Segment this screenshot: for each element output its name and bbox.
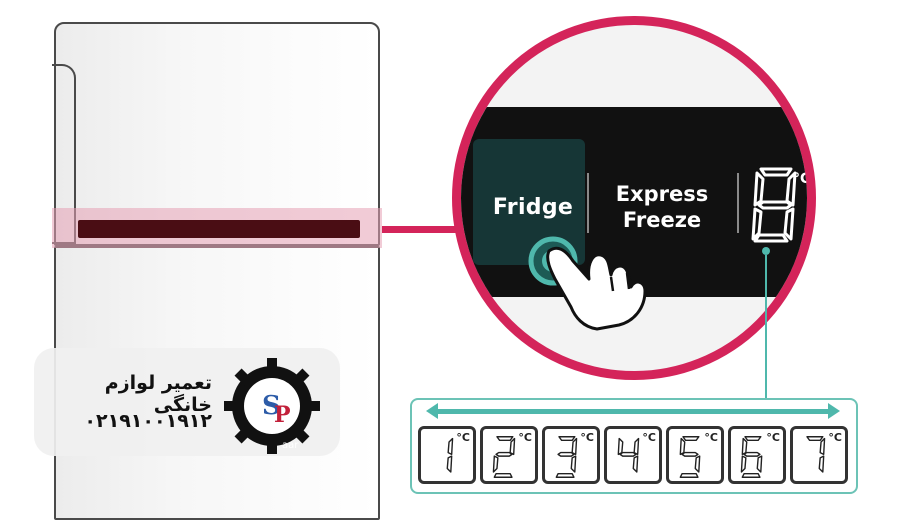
- digit-7-glyph: [806, 436, 826, 473]
- digit-2-glyph: [492, 436, 516, 478]
- svg-text:S: S: [262, 391, 281, 421]
- range-arrow: [432, 409, 832, 414]
- temperature-digits: 1°C2°C3°C4°C5°C6°C7°C: [418, 426, 852, 486]
- temperature-unit: °C: [704, 431, 718, 444]
- arrow-left-icon: [426, 403, 438, 419]
- temperature-unit: °C: [518, 431, 532, 444]
- control-panel-strip: [78, 220, 360, 238]
- hand-pointer-icon: [528, 236, 647, 331]
- svg-text:P: P: [274, 402, 291, 428]
- panel-divider: [737, 173, 739, 233]
- digit-4-glyph: [617, 437, 640, 473]
- indicator-line: [765, 255, 767, 399]
- temperature-option-7: 7°C: [790, 426, 848, 484]
- temperature-option-1: 1°C: [418, 426, 476, 484]
- gear-logo-icon: S P aar: [224, 358, 320, 454]
- display-digit-8: [751, 167, 797, 243]
- temperature-option-2: 2°C: [480, 426, 538, 484]
- illustration: Fridge Express Freeze °C: [34, 16, 858, 520]
- express-freeze-label[interactable]: Express Freeze: [615, 182, 709, 232]
- temperature-option-5: 5°C: [666, 426, 724, 484]
- panel-divider: [587, 173, 589, 233]
- svg-text:aar: aar: [282, 440, 299, 451]
- digit-5-glyph: [679, 436, 701, 478]
- display-unit: °C: [793, 171, 811, 187]
- temperature-unit: °C: [580, 431, 594, 444]
- temperature-option-6: 6°C: [728, 426, 786, 484]
- temperature-unit: °C: [456, 431, 470, 444]
- zoom-connector: [382, 226, 492, 233]
- watermark-phone: ۰۲۱۹۱۰۰۱۹۱۲: [84, 410, 212, 432]
- temperature-option-4: 4°C: [604, 426, 662, 484]
- digit-1-glyph: [446, 437, 454, 473]
- digit-6-glyph: [740, 436, 763, 478]
- indicator-dot: [762, 247, 770, 255]
- watermark-title: تعمیر لوازم خانگی: [104, 372, 212, 416]
- digit-3-glyph: [555, 436, 578, 478]
- zoom-circle: Fridge Express Freeze °C: [452, 16, 816, 380]
- fridge-button-label: Fridge: [492, 195, 574, 220]
- arrow-right-icon: [828, 403, 840, 419]
- temperature-unit: °C: [642, 431, 656, 444]
- temperature-unit: °C: [766, 431, 780, 444]
- temperature-option-3: 3°C: [542, 426, 600, 484]
- temperature-unit: °C: [828, 431, 842, 444]
